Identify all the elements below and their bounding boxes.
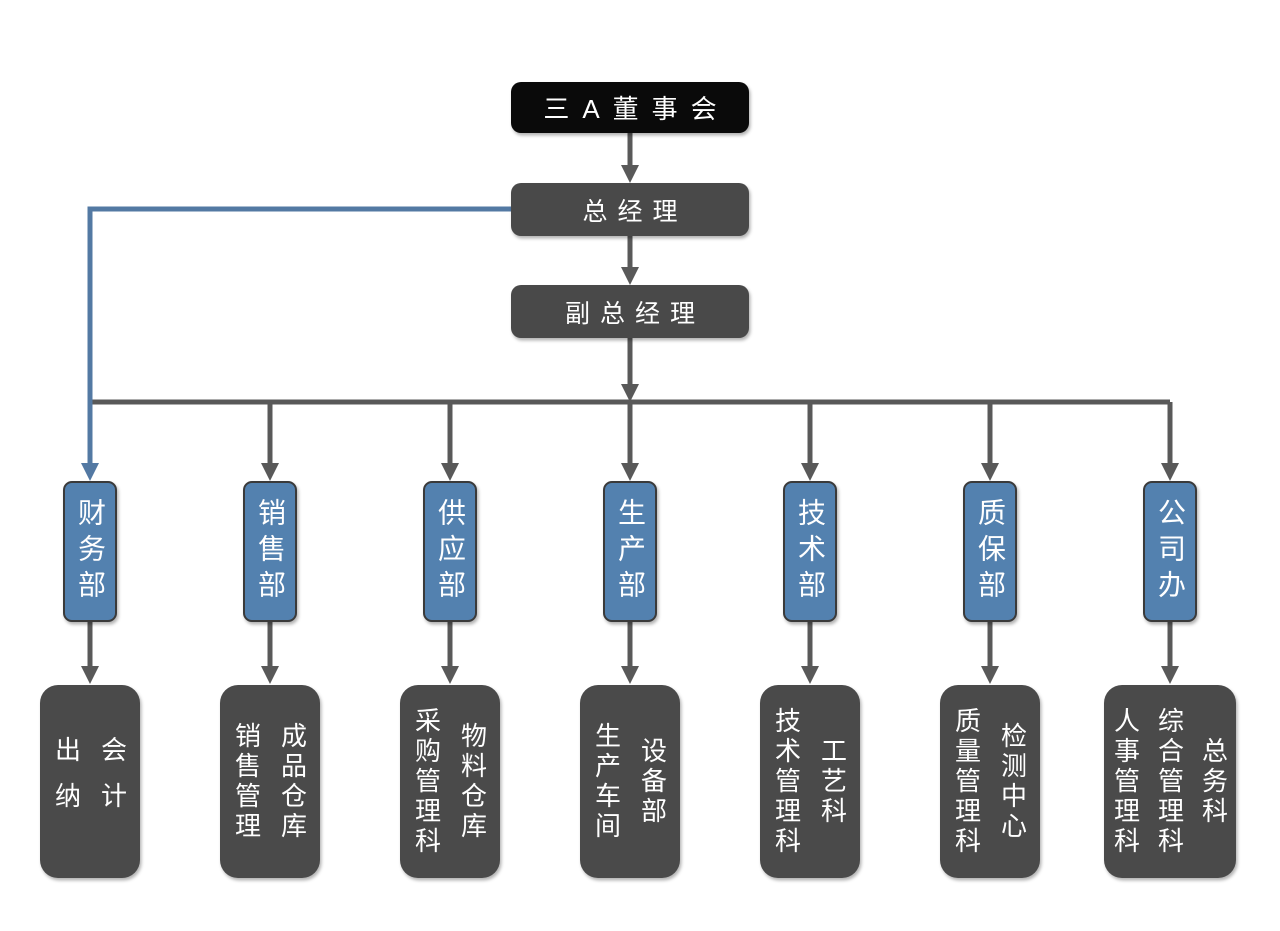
connector-bus-drops: [261, 402, 1179, 481]
subunit-label: 销售管理: [231, 721, 262, 842]
subunit-label: 工艺科: [817, 736, 848, 827]
dept-label: 公司办: [1155, 497, 1186, 606]
dept-box-technology: 技术部: [783, 481, 837, 622]
dept-box-quality: 质保部: [963, 481, 1017, 622]
subunit-label: 出纳: [51, 735, 82, 828]
subunit-label: 设备部: [637, 736, 668, 827]
sub-box-supply: 物料仓库 采购管理科: [400, 685, 500, 878]
board-label: 三A董事会: [543, 94, 730, 124]
dept-box-finance: 财务部: [63, 481, 117, 622]
subunit-label: 质量管理科: [951, 706, 982, 857]
sub-box-technology: 工艺科 技术管理科: [760, 685, 860, 878]
subunit-label: 成品仓库: [277, 721, 308, 842]
general-manager-box: 总经理: [511, 183, 749, 236]
dept-label: 销售部: [255, 497, 286, 606]
deputy-general-manager-box: 副总经理: [511, 285, 749, 338]
deputy-general-manager-label: 副总经理: [564, 299, 705, 328]
sub-box-company-office: 总务科 综合管理科 人事管理科: [1104, 685, 1236, 878]
subunit-label: 采购管理科: [411, 706, 442, 857]
dept-label: 技术部: [795, 497, 826, 606]
connector-dept-sub: [81, 622, 1179, 684]
subunit-label: 会计: [97, 735, 128, 828]
dept-box-supply: 供应部: [423, 481, 477, 622]
subunit-label: 总务科: [1198, 736, 1229, 827]
dept-box-sales: 销售部: [243, 481, 297, 622]
board-of-directors-box: 三A董事会: [511, 82, 749, 133]
dept-label: 生产部: [615, 497, 646, 606]
subunit-label: 生产车间: [591, 721, 622, 842]
sub-box-production: 设备部 生产车间: [580, 685, 680, 878]
subunit-label: 人事管理科: [1110, 706, 1141, 857]
sub-box-finance: 会计 出纳: [40, 685, 140, 878]
dept-label: 供应部: [435, 497, 466, 606]
subunit-label: 检测中心: [997, 721, 1028, 842]
arrowhead-gm: [621, 165, 639, 183]
sub-box-quality: 检测中心 质量管理科: [940, 685, 1040, 878]
dept-label: 质保部: [975, 497, 1006, 606]
subunit-label: 技术管理科: [771, 706, 802, 857]
sub-box-sales: 成品仓库 销售管理: [220, 685, 320, 878]
general-manager-label: 总经理: [582, 197, 688, 226]
subunit-label: 物料仓库: [457, 721, 488, 842]
dept-box-company-office: 公司办: [1143, 481, 1197, 622]
subunit-label: 综合管理科: [1154, 706, 1185, 857]
arrowhead-finance: [81, 463, 99, 481]
arrowhead-bus: [621, 384, 639, 402]
dept-box-production: 生产部: [603, 481, 657, 622]
dept-label: 财务部: [75, 497, 106, 606]
connector-gm-finance: [87, 206, 511, 464]
arrowhead-dgm: [621, 267, 639, 285]
